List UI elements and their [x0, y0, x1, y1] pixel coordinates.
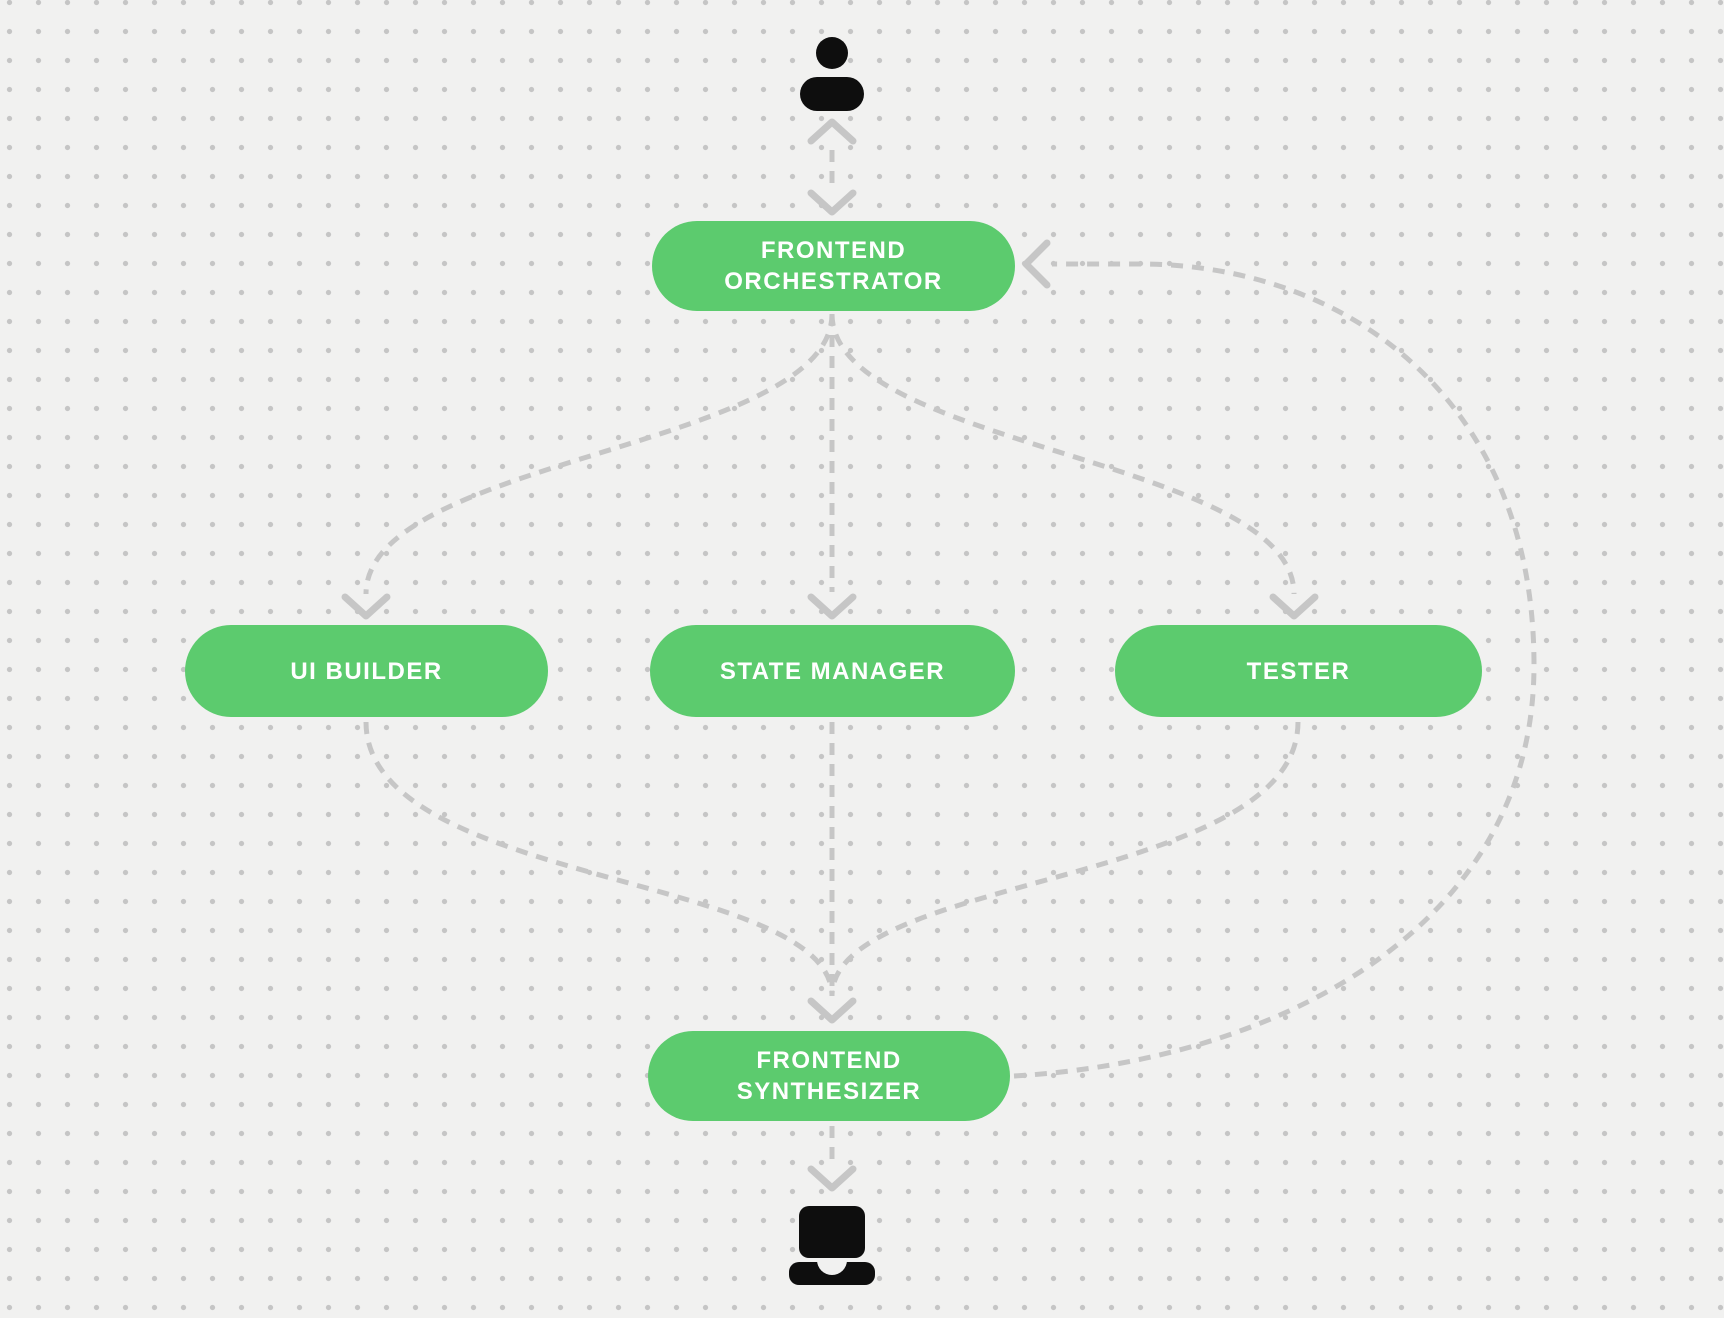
edge-orchestrator-tester-arrowhead [1269, 593, 1319, 620]
edge-synthesizer-orchestrator [1013, 239, 1537, 1079]
edge-orchestrator-ui-builder [341, 313, 835, 620]
edge-orchestrator-tester-line [829, 313, 1297, 595]
edge-user-orchestrator-arrowhead-down [807, 189, 857, 216]
edge-tester-synthesizer [829, 721, 1301, 997]
edge-synthesizer-device [807, 1126, 857, 1192]
node-frontend-orchestrator-label: FRONTEND ORCHESTRATOR [724, 237, 943, 295]
node-state-manager[interactable]: STATE MANAGER [650, 625, 1015, 717]
node-frontend-synthesizer-label: FRONTEND SYNTHESIZER [736, 1047, 922, 1105]
edge-orchestrator-ui-builder-arrowhead [341, 593, 391, 620]
edge-ui-builder-synthesizer [363, 721, 835, 997]
node-frontend-synthesizer[interactable]: FRONTEND SYNTHESIZER [648, 1031, 1010, 1121]
laptop-icon [789, 1206, 875, 1285]
edge-orchestrator-state-manager [807, 314, 857, 620]
edge-orchestrator-state-manager-arrowhead [807, 593, 857, 620]
edge-user-orchestrator-arrowhead-up [807, 118, 857, 145]
edge-synthesizer-orchestrator-line [1013, 261, 1537, 1079]
edge-tester-synthesizer-line [829, 721, 1301, 997]
node-tester-label: TESTER [1246, 657, 1351, 685]
edge-user-orchestrator [807, 118, 857, 216]
edge-state-manager-synthesizer [807, 722, 857, 1024]
node-ui-builder[interactable]: UI BUILDER [185, 625, 548, 717]
edge-orchestrator-ui-builder-line [363, 313, 835, 595]
edge-synthesizer-orchestrator-arrowhead [1022, 239, 1051, 289]
node-tester[interactable]: TESTER [1115, 625, 1482, 717]
edge-ui-builder-synthesizer-line [363, 721, 835, 997]
node-frontend-orchestrator[interactable]: FRONTEND ORCHESTRATOR [652, 221, 1015, 311]
edge-synthesizer-device-arrowhead [807, 1165, 857, 1192]
edge-orchestrator-tester [829, 313, 1319, 620]
user-icon [800, 37, 864, 111]
node-ui-builder-label: UI BUILDER [290, 657, 443, 685]
edge-synthesizer-in-arrowhead [807, 997, 857, 1024]
node-state-manager-label: STATE MANAGER [719, 657, 946, 685]
